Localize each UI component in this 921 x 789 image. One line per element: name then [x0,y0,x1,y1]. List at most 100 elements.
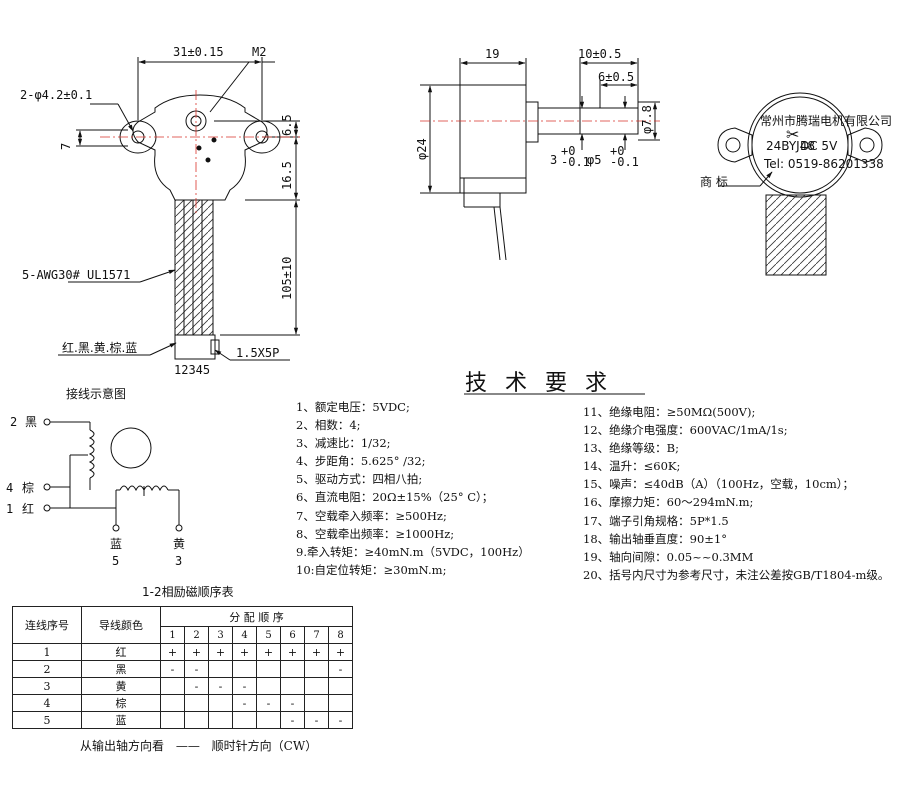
requirement-item: 8、空载牵出频率：≥1000Hz; [296,526,455,541]
dim-m2-label: M2 [252,45,266,59]
sequence-cell [208,694,233,712]
wire-bundle [174,199,214,336]
sequence-cell [160,694,185,712]
sequence-cell [280,677,305,695]
rotation-note: 从输出轴方向看 —— 顺时针方向（CW） [80,737,317,754]
lead-color-cell: 棕 [81,694,161,712]
side-shaft-base [525,101,539,143]
dim-width-label: 31±0.15 [173,45,224,59]
step-header: 2 [184,626,209,644]
side-dim-3-tol-upper: +0 [561,144,575,158]
front-view [58,57,300,361]
sequence-cell [256,660,281,678]
sequence-cell [304,677,329,695]
requirement-item: 16、摩擦力矩：60～294mN.m; [583,495,754,510]
lead-no-cell: 4 [12,694,82,712]
sequence-cell: - [160,660,185,678]
sequence-cell: + [256,643,281,661]
terminal-5 [112,524,120,532]
sequence-cell: - [232,694,257,712]
requirement-item: 20、括号内尺寸为参考尺寸，未注公差按GB/T1804-m级。 [583,567,890,582]
requirement-item: 6、直流电阻：20Ω±15%（25° C）； [296,490,494,505]
sequence-cell [232,660,257,678]
side-dim-10-label: 10±0.5 [578,47,621,61]
col-lead-color-header: 导线颜色 [81,606,161,644]
sequence-cell [328,677,353,695]
sequence-cell [160,677,185,695]
requirements-left-list: 1、额定电压：5VDC; 2、相数：4; 3、减速比：1/32; 4、步距角：5… [296,398,530,579]
label-view-ears [717,127,753,163]
sequence-cell: + [304,643,329,661]
sequence-cell: - [184,660,209,678]
label-tel: Tel: 0519-86201338 [763,157,884,171]
sequence-cell [304,660,329,678]
requirement-item: 2、相数：4; [296,418,361,433]
side-dim-19-label: 19 [485,47,499,61]
side-dim-5-label: φ5 [587,153,601,167]
requirement-item: 1、额定电压：5VDC; [296,400,410,414]
sequence-cell [232,711,257,729]
dim-6-5-label: 6.5 [280,114,294,136]
dim-16-5-label: 16.5 [280,161,294,190]
step-header: 6 [280,626,305,644]
requirement-item: 5、驱动方式：四相八拍; [296,472,423,487]
requirement-item: 7、空载牵入频率：≥500Hz; [296,508,447,523]
lead-5-color: 蓝 [110,537,122,551]
sequence-cell [328,694,353,712]
lead-color-cell: 蓝 [81,711,161,729]
motor-body-outline [132,94,268,201]
wire-colors-label: 红.黑.黄.棕.蓝 [62,340,137,355]
lead-1-number: 1 [6,502,13,516]
lead-3-number: 3 [175,554,182,568]
lead-no-cell: 1 [12,643,82,661]
rotation-note-right: 顺时针方向（CW） [211,739,318,753]
dim-7-label: 7 [59,143,73,150]
table-row: 5 蓝 - - - [12,711,353,729]
trademark-logo-icon: ✂ [786,125,799,144]
lead-2-color: 黑 [25,415,37,429]
table-row: 4 棕 - - - [12,694,353,712]
lead-3-color: 黄 [173,537,185,551]
pin-numbers-label: 12345 [174,363,210,377]
table-row: 1 红 + + + + + + + + [12,643,353,661]
rivet-mark [196,145,202,151]
side-dim-5-tol-upper: +0 [610,144,624,158]
vertical-coil [88,429,95,479]
sequence-cell [256,677,281,695]
requirement-item: 18、输出轴垂直度：90±1° [583,531,727,546]
step-header: 7 [304,626,329,644]
label-right-hole [859,137,875,153]
side-body [459,84,527,194]
col-sequence-header: 分 配 顺 序 [160,605,353,628]
requirement-item: 17、端子引角规格：5P*1.5 [583,513,729,528]
col-lead-no-header: 连线序号 [12,606,82,644]
sequence-cell: - [328,711,353,729]
side-dim-5-tol-lower: -0.1 [610,155,639,169]
label-left-hole [725,137,741,153]
sequence-cell: - [304,711,329,729]
sequence-cell [184,694,209,712]
lead-4-color: 棕 [22,480,34,495]
step-header: 5 [256,626,281,644]
requirement-item: 19、轴向间隙：0.05~~0.3MM [583,549,754,564]
dim-105-label: 105±10 [280,257,294,300]
rotation-note-dash: —— [175,739,200,753]
lead-5-number: 5 [112,554,119,568]
lead-2-number: 2 [10,415,17,429]
side-dim-24-label: φ24 [415,138,429,160]
label-wire-bundle [765,194,827,276]
lead-1-color: 红 [22,501,34,516]
sequence-cell [208,711,233,729]
front-centerlines [100,90,300,215]
rivet-mark [211,137,217,143]
sequence-cell: - [280,711,305,729]
sequence-cell: + [184,643,209,661]
rivet-mark [205,157,211,163]
sequence-cell: - [184,677,209,695]
sequence-cell: - [208,677,233,695]
step-header: 1 [160,626,185,644]
sequence-cell [304,694,329,712]
label-voltage: DC 5V [800,139,838,153]
requirement-item: 14、温升：≤60K; [583,459,681,474]
